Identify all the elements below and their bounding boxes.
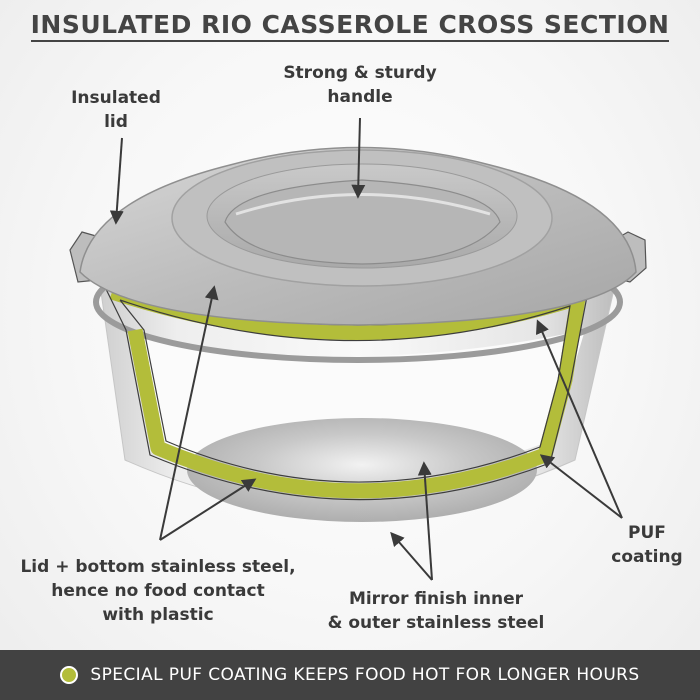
- callout-arrows: [109, 117, 623, 581]
- lid: [79, 146, 637, 326]
- bullet-dot: [60, 666, 79, 684]
- label-lid-bottom-steel: Lid + bottom stainless steel, hence no f…: [20, 557, 296, 625]
- casserole-illustration: [69, 117, 647, 581]
- footer-text: SPECIAL PUF COATING KEEPS FOOD HOT FOR L…: [90, 665, 640, 685]
- label-puf-coating: PUF coating: [611, 523, 683, 567]
- label-mirror-finish: Mirror finish inner & outer stainless st…: [327, 589, 545, 633]
- footer-banner: SPECIAL PUF COATING KEEPS FOOD HOT FOR L…: [0, 650, 700, 700]
- mirror-bottom: [187, 418, 537, 522]
- label-handle: Strong & sturdy handle: [283, 63, 437, 107]
- pot-body: [93, 241, 623, 522]
- page-title: INSULATED RIO CASSEROLE CROSS SECTION: [0, 10, 700, 42]
- puf-coating-band: [109, 284, 586, 499]
- label-insulated-lid: Insulated lid: [71, 88, 161, 132]
